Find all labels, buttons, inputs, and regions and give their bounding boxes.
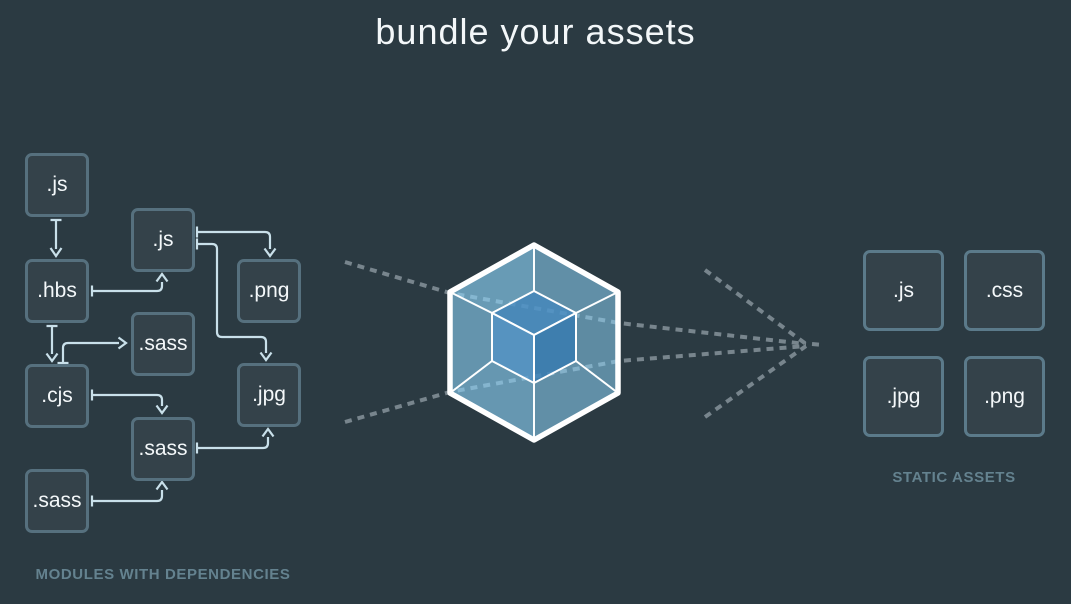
connector-hbs-cjs — [45, 324, 59, 363]
connector-sass3-sass2 — [90, 480, 169, 507]
module-box-hbs: .hbs — [25, 259, 89, 323]
module-box-js-1: .js — [25, 153, 89, 217]
connector-js1-hbs — [49, 218, 63, 258]
connector-cjs-sass1 — [57, 336, 128, 365]
connector-js2-png — [195, 226, 277, 258]
dotted-arrowhead-lower — [703, 344, 808, 419]
asset-box-js: .js — [863, 250, 944, 331]
asset-box-jpg: .jpg — [863, 356, 944, 437]
connector-cjs-sass2 — [90, 389, 169, 415]
page-title: bundle your assets — [375, 11, 696, 52]
module-box-jpg: .jpg — [237, 363, 301, 427]
connector-sass2-jpg — [195, 427, 275, 454]
module-box-cjs: .cjs — [25, 364, 89, 428]
connector-js2-jpg — [195, 238, 273, 362]
module-box-sass-1: .sass — [131, 312, 195, 376]
module-box-sass-2: .sass — [131, 417, 195, 481]
module-box-sass-3: .sass — [25, 469, 89, 533]
module-box-js-2: .js — [131, 208, 195, 272]
module-box-png: .png — [237, 259, 301, 323]
asset-box-css: .css — [964, 250, 1045, 331]
modules-section-label: MODULES WITH DEPENDENCIES — [35, 566, 291, 583]
webpack-outer-rim — [447, 242, 621, 443]
asset-box-png: .png — [964, 356, 1045, 437]
connector-hbs-js2 — [90, 272, 169, 297]
dotted-arrowhead-upper — [703, 268, 808, 346]
dotted-arrow-tip — [811, 342, 825, 347]
dependency-connectors — [45, 218, 277, 507]
webpack-logo-icon — [447, 242, 621, 443]
static-assets-section-label: STATIC ASSETS — [892, 469, 1016, 486]
webpack-shell-seams — [449, 245, 619, 440]
